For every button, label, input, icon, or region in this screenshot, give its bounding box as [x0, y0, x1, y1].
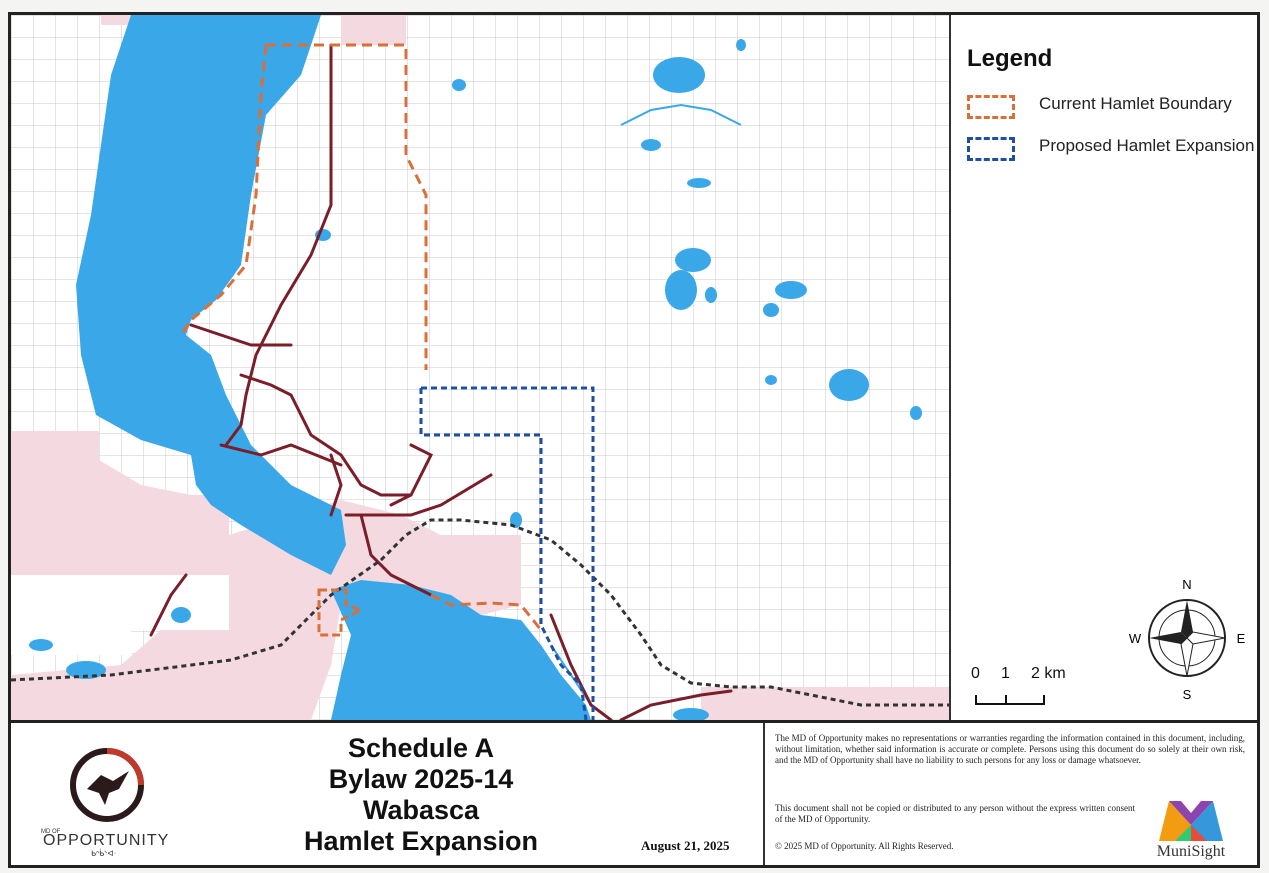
title-block: MD OF OPPORTUNITY ᑲᐢᑳᐠᐊᐧ Schedule A Byla… [11, 720, 1257, 865]
scale-bar-tick [1005, 695, 1007, 705]
small-lake [510, 512, 522, 528]
disclaimer-box: The MD of Opportunity makes no represent… [763, 723, 1257, 865]
munisight-m-icon [1159, 801, 1223, 841]
small-lake [29, 639, 53, 651]
legend-panel: Legend Current Hamlet Boundary Proposed … [951, 15, 1257, 720]
reserve-area-southeast [701, 687, 949, 720]
scale-label-0: 0 [971, 665, 980, 682]
compass-s: S [1183, 687, 1192, 702]
small-lake [763, 303, 779, 317]
small-lake [765, 375, 777, 385]
small-lake [452, 79, 466, 91]
title-line: Schedule A [347, 733, 495, 763]
current-boundary-swatch [967, 95, 1015, 119]
map-panel[interactable] [11, 15, 951, 720]
reserve-area-central [11, 500, 521, 720]
reserve-lands [11, 15, 949, 720]
small-lake [687, 178, 711, 188]
road [219, 443, 343, 467]
north-wabasca-lake [76, 15, 346, 575]
scale-bar: 0 1 2 km [971, 665, 1101, 715]
small-lake [673, 708, 709, 720]
current-hamlet-boundary-south [430, 593, 543, 631]
river [620, 103, 742, 126]
title-line: Wabasca [362, 795, 480, 825]
road [149, 573, 188, 637]
disclaimer-text: The MD of Opportunity makes no represent… [775, 733, 1245, 765]
map-canvas [11, 15, 949, 720]
road [224, 43, 333, 447]
current-hamlet-boundary-parcel [317, 588, 365, 637]
water-bodies [29, 15, 922, 720]
road [189, 323, 293, 347]
railway-line [11, 518, 949, 707]
map-title: Schedule A Bylaw 2025-14 Wabasca Hamlet … [241, 733, 601, 857]
scale-label-1: 1 [1001, 665, 1010, 682]
map-date: August 21, 2025 [641, 838, 730, 853]
road [344, 473, 493, 517]
small-lake [653, 57, 705, 93]
south-wabasca-lake [331, 580, 591, 720]
munisight-label: MuniSight [1156, 843, 1226, 860]
current-hamlet-boundary [266, 43, 428, 370]
map-document: Legend Current Hamlet Boundary Proposed … [8, 12, 1260, 868]
legend-label: Current Hamlet Boundary [1039, 94, 1232, 113]
road [329, 453, 343, 517]
road [619, 689, 733, 720]
small-lake [736, 39, 746, 51]
reserve-area-west [11, 431, 229, 575]
md-logo-syllabics: ᑲᐢᑳᐠᐊᐧ [91, 848, 116, 858]
proposed-hamlet-expansion [419, 386, 595, 720]
scale-label-2: 2 km [1031, 665, 1066, 682]
small-lake [705, 287, 717, 303]
small-lake [910, 406, 922, 420]
road [389, 443, 434, 507]
disclaimer-copy-text: This document shall not be copied or dis… [775, 803, 1135, 824]
title-line: Bylaw 2025-14 [328, 764, 514, 794]
compass-w: W [1129, 631, 1142, 646]
reserve-area-north [341, 15, 406, 45]
legend-label: Proposed Hamlet Expansion [1039, 136, 1255, 155]
north-arrow-compass-icon: N S E W [1129, 577, 1246, 702]
compass-n: N [1182, 577, 1191, 592]
road [359, 513, 433, 597]
title-line: Hamlet Expansion [303, 826, 539, 856]
md-logo-small: MD OF [41, 829, 61, 835]
small-lake [775, 281, 807, 299]
legend-item-current-boundary: Current Hamlet Boundary [967, 93, 1257, 119]
eagle-logo-icon: MD OF OPPORTUNITY ᑲᐢᑳᐠᐊᐧ [41, 748, 169, 858]
proposed-expansion-swatch [967, 137, 1015, 161]
copyright-text: © 2025 MD of Opportunity. All Rights Res… [775, 841, 954, 851]
munisight-logo: MuniSight [1141, 793, 1241, 863]
small-lake [171, 607, 191, 623]
small-lake [641, 139, 661, 151]
current-hamlet-boundary-west [179, 44, 268, 336]
compass-e: E [1237, 631, 1246, 646]
md-logo-text: OPPORTUNITY [43, 832, 169, 849]
reserve-gap [11, 575, 229, 655]
legend-item-proposed-expansion: Proposed Hamlet Expansion [967, 135, 1257, 161]
legend-title: Legend [967, 45, 1053, 72]
small-lake [675, 248, 711, 272]
small-lake [665, 270, 697, 310]
road [239, 373, 413, 497]
roads [149, 43, 733, 720]
small-lake [829, 369, 869, 401]
md-opportunity-logo: MD OF OPPORTUNITY ᑲᐢᑳᐠᐊᐧ [21, 733, 211, 858]
scale-bar-line [975, 695, 1045, 705]
